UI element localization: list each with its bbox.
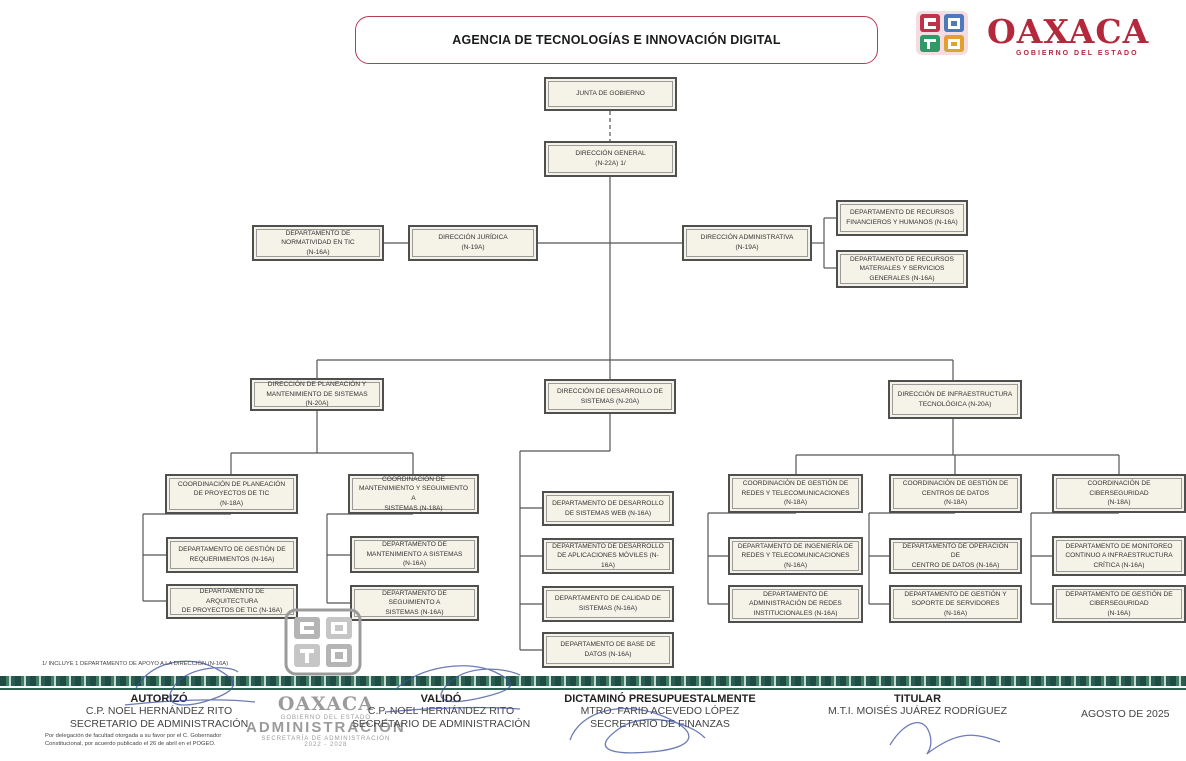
dictamino-heading: DICTAMINÓ PRESUPUESTALMENTE [564,693,756,705]
oaxaca-logo: OAXACA GOBIERNO DEL ESTADO [912,8,1177,60]
node-direccion-juridica: DIRECCIÓN JURÍDICA(N-19A) [408,225,538,261]
stamp-administration: ADMINISTRACIÓN [246,719,406,736]
autorizo-heading: AUTORIZÓ [130,693,188,705]
oaxaca-seal-icon [284,608,362,676]
document-date: AGOSTO DE 2025 [1081,708,1170,720]
dictamino-role: SECRETARIO DE FINANZAS [590,718,730,731]
chart-title: AGENCIA DE TECNOLOGÍAS E INNOVACIÓN DIGI… [355,16,878,64]
signature-dictamino: DICTAMINÓ PRESUPUESTALMENTE MTRO. FARID … [545,693,775,731]
signature-titular: TITULAR M.T.I. MOISÉS JUÁREZ RODRÍGUEZ [805,693,1030,718]
node-junta-de-gobierno: JUNTA DE GOBIERNO [544,77,677,111]
signature-autorizo: AUTORIZÓ C.P. NOEL HERNÁNDEZ RITO SECRET… [48,693,270,731]
node-direccion-administrativa: DIRECCIÓN ADMINISTRATIVA(N-19A) [682,225,812,261]
dictamino-name: MTRO. FARID ACEVEDO LÓPEZ [580,705,740,717]
stamp-secretaria: SECRETARÍA DE ADMINISTRACIÓN [261,736,391,742]
node-direccion-general: DIRECCIÓN GENERAL(N-22A) 1/ [544,141,677,177]
oaxaca-emblem-icon [916,11,968,55]
signature-valido: VALIDÓ C.P. NOEL HERNÁNDEZ RITO SECRETAR… [330,693,552,731]
footer-divider [0,688,1186,690]
footnote: 1/ INCLUYE 1 DEPARTAMENTO DE APOYO A LA … [42,661,229,667]
autorizo-name: C.P. NOEL HERNÁNDEZ RITO [85,705,233,717]
logo-subtitle: GOBIERNO DEL ESTADO [1016,50,1139,57]
logo-word: OAXACA [987,12,1150,51]
footer-decorative-band [0,676,1186,686]
stamp-subtitle: GOBIERNO DEL ESTADO [280,715,372,721]
valido-role: SECRETARIO DE ADMINISTRACIÓN [351,718,531,731]
titular-name: M.T.I. MOISÉS JUÁREZ RODRÍGUEZ [827,705,1008,717]
titular-heading: TITULAR [893,693,942,705]
valido-name: C.P. NOEL HERNÁNDEZ RITO [367,705,515,717]
autorizo-role: SECRETARIO DE ADMINISTRACIÓN [69,718,249,731]
stamp-word: OAXACA [277,693,374,715]
stamp-years: 2022 - 2028 [304,742,348,748]
delegation-note: Por delegación de facultad otorgada a su… [45,733,222,747]
administration-stamp: OAXACA GOBIERNO DEL ESTADO ADMINISTRACIÓ… [246,693,406,748]
valido-heading: VALIDÓ [420,693,462,705]
